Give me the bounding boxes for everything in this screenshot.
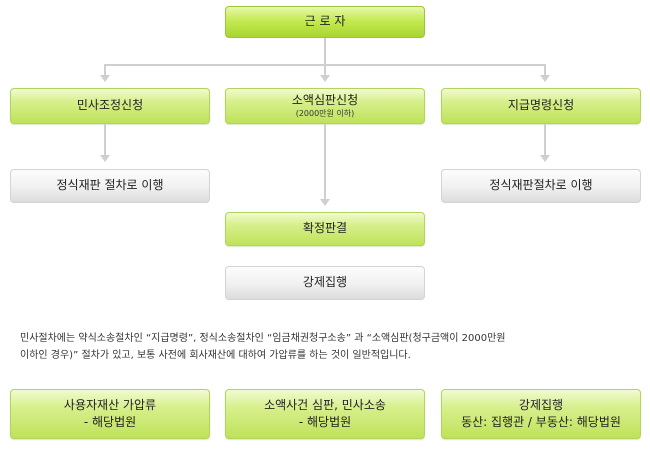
node-payment-order-label: 지급명령신청 (507, 98, 575, 113)
explanation-note: 민사절차에는 약식소송절차인 “지급명령”, 정식소송절차인 “임금채권청구소송… (20, 330, 635, 364)
arrow-to-center-option (320, 75, 330, 82)
node-worker: 근 로 자 (225, 6, 425, 38)
bottom-box-enforcement-line-1: 강제집행 (518, 398, 564, 412)
node-enforcement-label: 강제집행 (302, 275, 348, 290)
node-final-judgment-label: 확정판결 (302, 221, 348, 236)
arrow-to-left-outcome (100, 155, 110, 162)
node-right-outcome-label: 정식재판절차로 이행 (489, 178, 593, 193)
bottom-box-enforcement-line-2: 동산: 집행관 / 부동산: 해당법원 (461, 415, 621, 429)
connector-right-drop (544, 64, 546, 75)
node-worker-label: 근 로 자 (304, 14, 346, 29)
explanation-note-line-2: 이하인 경우)” 절차가 있고, 보통 사전에 회사재산에 대하여 가압류를 하… (20, 350, 411, 361)
connector-top-vertical (324, 38, 326, 65)
node-civil-mediation: 민사조정신청 (10, 88, 210, 124)
node-small-claims: 소액심판신청 (2000만원 이하) (225, 88, 425, 124)
connector-center-drop (324, 64, 326, 75)
bottom-box-seizure-line-2: - 해당법원 (83, 415, 137, 429)
explanation-note-line-1: 민사절차에는 약식소송절차인 “지급명령”, 정식소송절차인 “임금채권청구소송… (20, 333, 506, 344)
node-civil-mediation-label: 민사조정신청 (76, 98, 144, 113)
arrow-to-right-outcome (540, 155, 550, 162)
connector-center-to-confirm (324, 124, 326, 199)
bottom-box-seizure-line-1: 사용자재산 가압류 (63, 398, 157, 412)
bottom-box-small-claims-line-1: 소액사건 심판, 민사소송 (264, 398, 386, 412)
node-small-claims-sub: (2000만원 이하) (295, 109, 355, 119)
bottom-box-enforcement: 강제집행 동산: 집행관 / 부동산: 해당법원 (441, 389, 641, 439)
node-final-judgment: 확정판결 (225, 212, 425, 246)
arrow-to-left-option (100, 75, 110, 82)
node-small-claims-label: 소액심판신청 (291, 92, 359, 107)
node-enforcement: 강제집행 (225, 266, 425, 300)
connector-left-drop (104, 64, 106, 75)
bottom-box-small-claims: 소액사건 심판, 민사소송 - 해당법원 (225, 389, 425, 439)
node-right-outcome: 정식재판절차로 이행 (441, 169, 641, 203)
arrow-to-right-option (540, 75, 550, 82)
arrow-to-confirm (320, 199, 330, 206)
node-left-outcome-label: 정식재판 절차로 이행 (56, 178, 164, 193)
node-payment-order: 지급명령신청 (441, 88, 641, 124)
bottom-box-small-claims-line-2: - 해당법원 (298, 415, 352, 429)
node-left-outcome: 정식재판 절차로 이행 (10, 169, 210, 203)
connector-right-to-outcome (544, 124, 546, 155)
bottom-box-seizure: 사용자재산 가압류 - 해당법원 (10, 389, 210, 439)
connector-left-to-outcome (104, 124, 106, 155)
